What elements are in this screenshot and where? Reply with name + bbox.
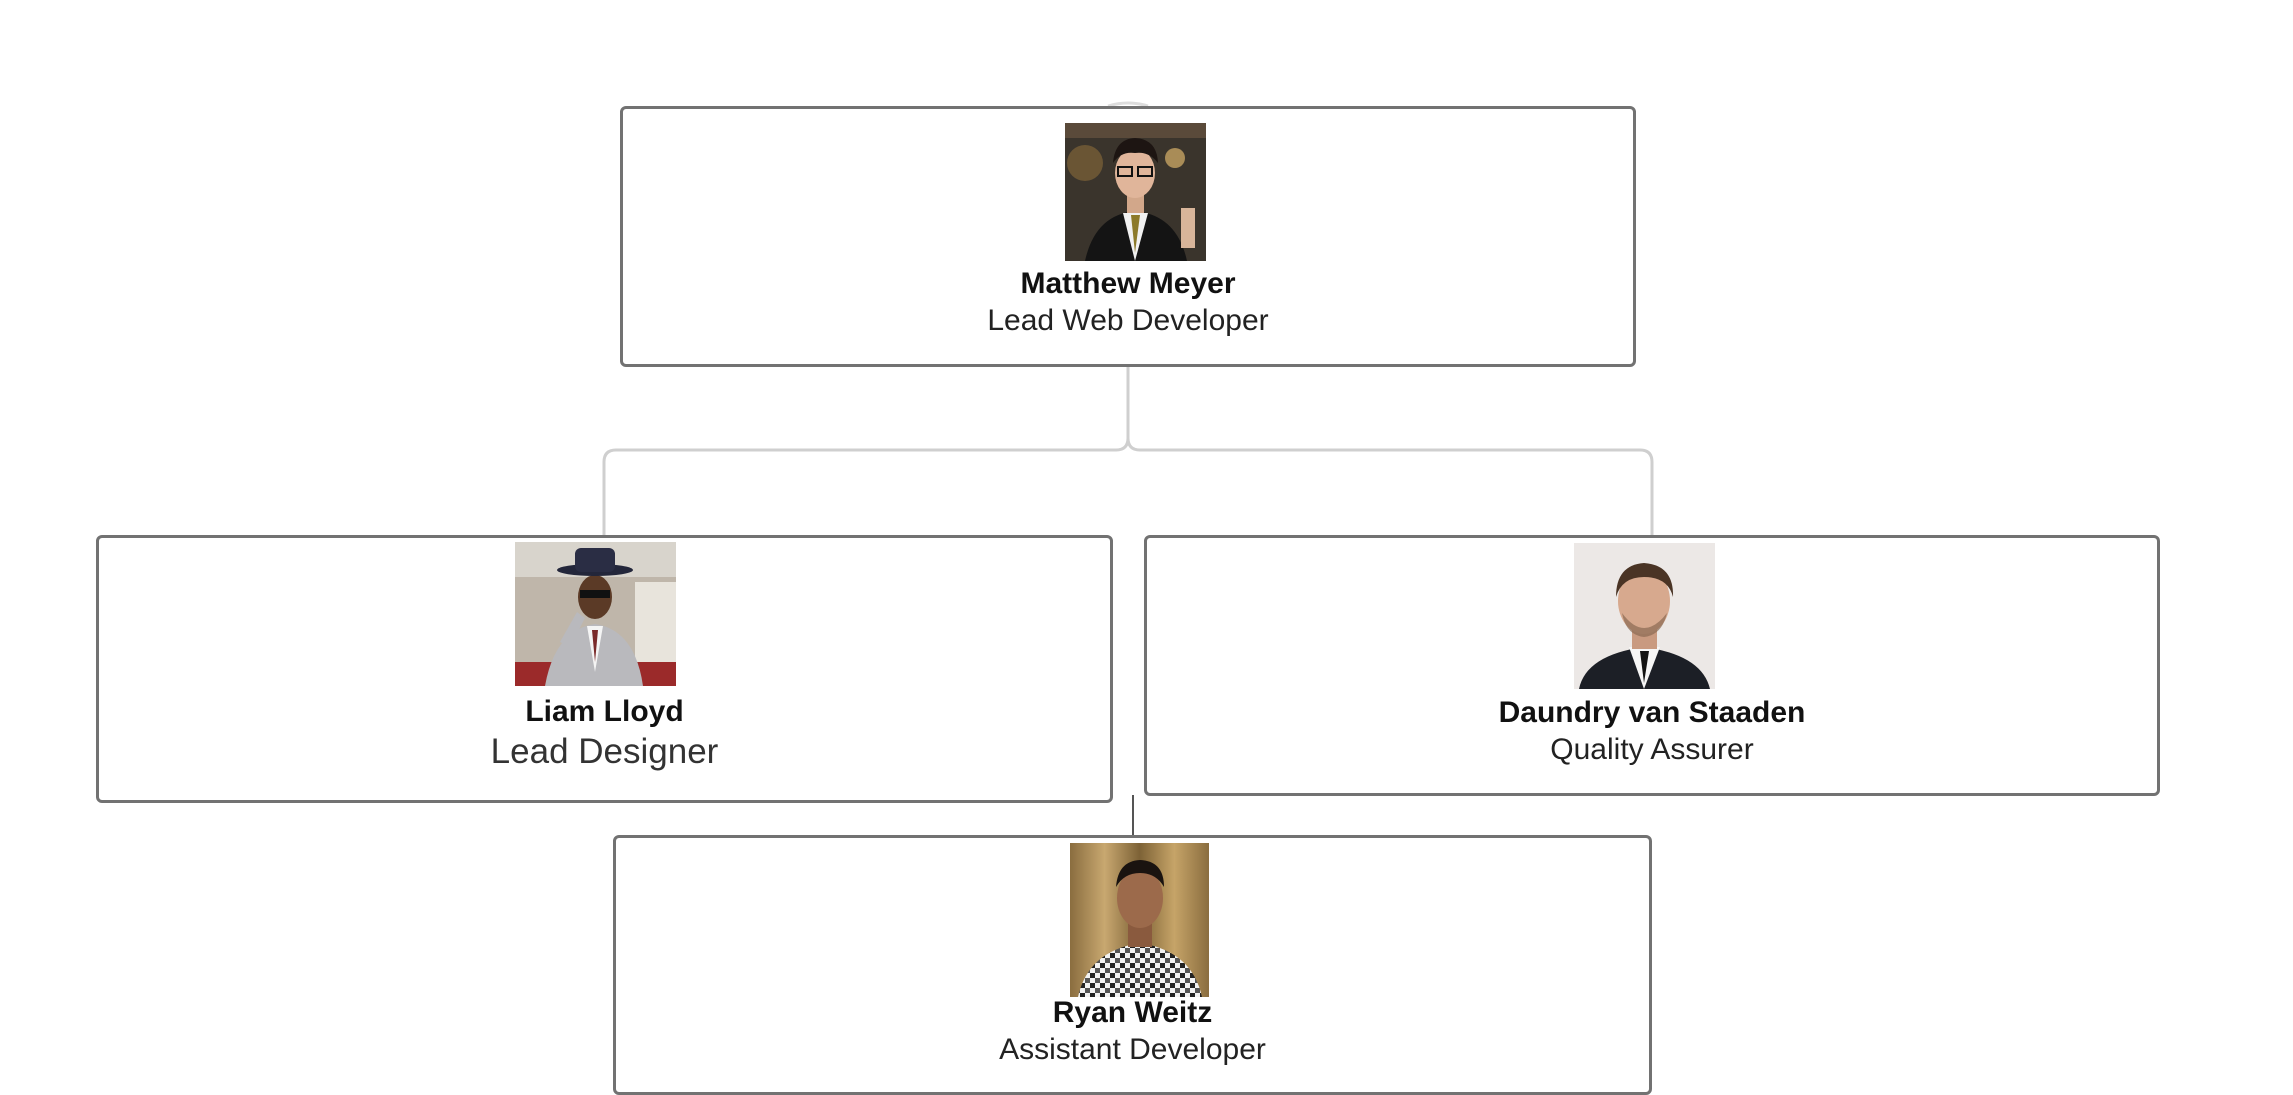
connector-top-stub [1107,101,1149,108]
person-role: Lead Designer [490,732,719,771]
person-name: Ryan Weitz [1052,996,1213,1029]
person-name: Matthew Meyer [1020,267,1236,300]
org-node-matthew-meyer[interactable]: Matthew Meyer Lead Web Developer [620,106,1636,367]
connector-matthew-to-children [602,367,1654,535]
avatar-photo [1070,843,1209,997]
avatar-photo [1574,543,1715,689]
avatar-photo [1065,123,1206,261]
person-role: Lead Web Developer [987,304,1269,337]
person-role: Assistant Developer [999,1033,1266,1066]
person-role: Quality Assurer [1550,733,1754,766]
person-name: Liam Lloyd [525,695,684,728]
org-node-daundry-van-staaden[interactable]: Daundry van Staaden Quality Assurer [1144,535,2160,796]
org-node-ryan-weitz[interactable]: Ryan Weitz Assistant Developer [613,835,1652,1095]
avatar-photo [515,542,676,686]
org-node-liam-lloyd[interactable]: Liam Lloyd Lead Designer [96,535,1113,803]
person-name: Daundry van Staaden [1498,696,1806,729]
